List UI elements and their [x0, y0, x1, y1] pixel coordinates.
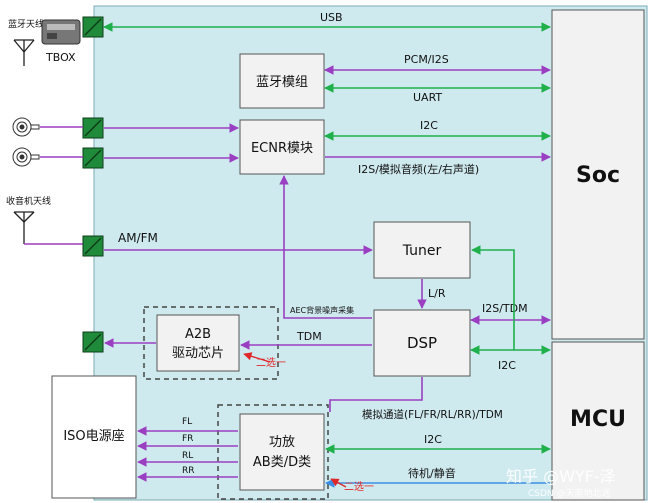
aec-line [279, 175, 372, 319]
ecnr-i2c-label: I2C [420, 119, 438, 132]
a2b-label-line2: 驱动芯片 [172, 346, 224, 361]
ecnr-block [239, 119, 325, 175]
connector-icon [82, 235, 104, 257]
a2b-label-line1: A2B [185, 327, 211, 342]
option1-arrow [243, 352, 271, 363]
watermark-main: 知乎 @WYF-泽 [506, 467, 616, 486]
iso-label: ISO电源座 [63, 429, 124, 444]
dsp-label: DSP [407, 334, 437, 352]
i2s-analog-label: I2S/模拟音频(左/右声道) [358, 162, 479, 176]
connector-icon [82, 117, 104, 139]
bt-module-block [239, 53, 325, 109]
amp-block [239, 413, 325, 491]
bt-module-label: 蓝牙模组 [256, 75, 308, 90]
mcu-block [551, 341, 645, 501]
i2s-tdm-label: I2S/TDM [482, 302, 528, 315]
tuner-block [373, 221, 471, 279]
bluetooth-antenna-label: 蓝牙天线 [8, 18, 44, 30]
tbox-label: TBOX [45, 51, 76, 64]
multi-channel-line [329, 377, 423, 412]
lr-label: L/R [428, 287, 446, 300]
iso-connector-block [51, 375, 137, 499]
amp-i2c-label: I2C [424, 433, 442, 446]
bluetooth-antenna-icon [13, 39, 35, 66]
dsp-block [373, 309, 471, 377]
tdm-label: TDM [296, 330, 322, 343]
tuner-i2c-line [471, 245, 551, 355]
a2b-block [156, 314, 240, 372]
tbox-device-icon [41, 19, 81, 45]
fr-label: FR [182, 434, 193, 444]
watermark-sub: CSDN @天南地北远 [528, 487, 611, 499]
tuner-label: Tuner [402, 243, 442, 259]
pcm-i2s-label: PCM/I2S [404, 53, 449, 66]
a2b-dashed-frame [143, 306, 279, 380]
aec-label: AEC背景噪声采集 [290, 305, 354, 315]
option1-label: 二选一 [256, 356, 286, 369]
standby-mute-label: 待机/静音 [408, 466, 456, 480]
usb-label: USB [320, 11, 343, 24]
microphone-icon [12, 117, 40, 137]
connector-icon [82, 16, 104, 38]
rr-label: RR [182, 466, 195, 476]
connector-icon [82, 331, 104, 353]
option2-arrow [330, 478, 347, 488]
dsp-i2c-label: I2C [498, 359, 516, 372]
soc-label: Soc [576, 163, 620, 188]
radio-antenna-icon [13, 211, 83, 245]
soc-block [551, 9, 645, 340]
connector-icon [82, 147, 104, 169]
multi-channel-label: 模拟通道(FL/FR/RL/RR)/TDM [362, 408, 503, 421]
am-fm-label: AM/FM [118, 231, 158, 245]
rl-label: RL [182, 451, 193, 461]
microphone-icon [12, 147, 40, 167]
amp-label-line1: 功放 [269, 435, 295, 450]
amp-label-line2: AB类/D类 [253, 455, 311, 470]
fl-label: FL [182, 417, 192, 427]
uart-label: UART [413, 91, 442, 104]
ecnr-label: ECNR模块 [251, 141, 313, 156]
option2-label: 二选一 [344, 480, 374, 493]
radio-antenna-label: 收音机天线 [6, 195, 51, 207]
mcu-label: MCU [570, 407, 626, 432]
